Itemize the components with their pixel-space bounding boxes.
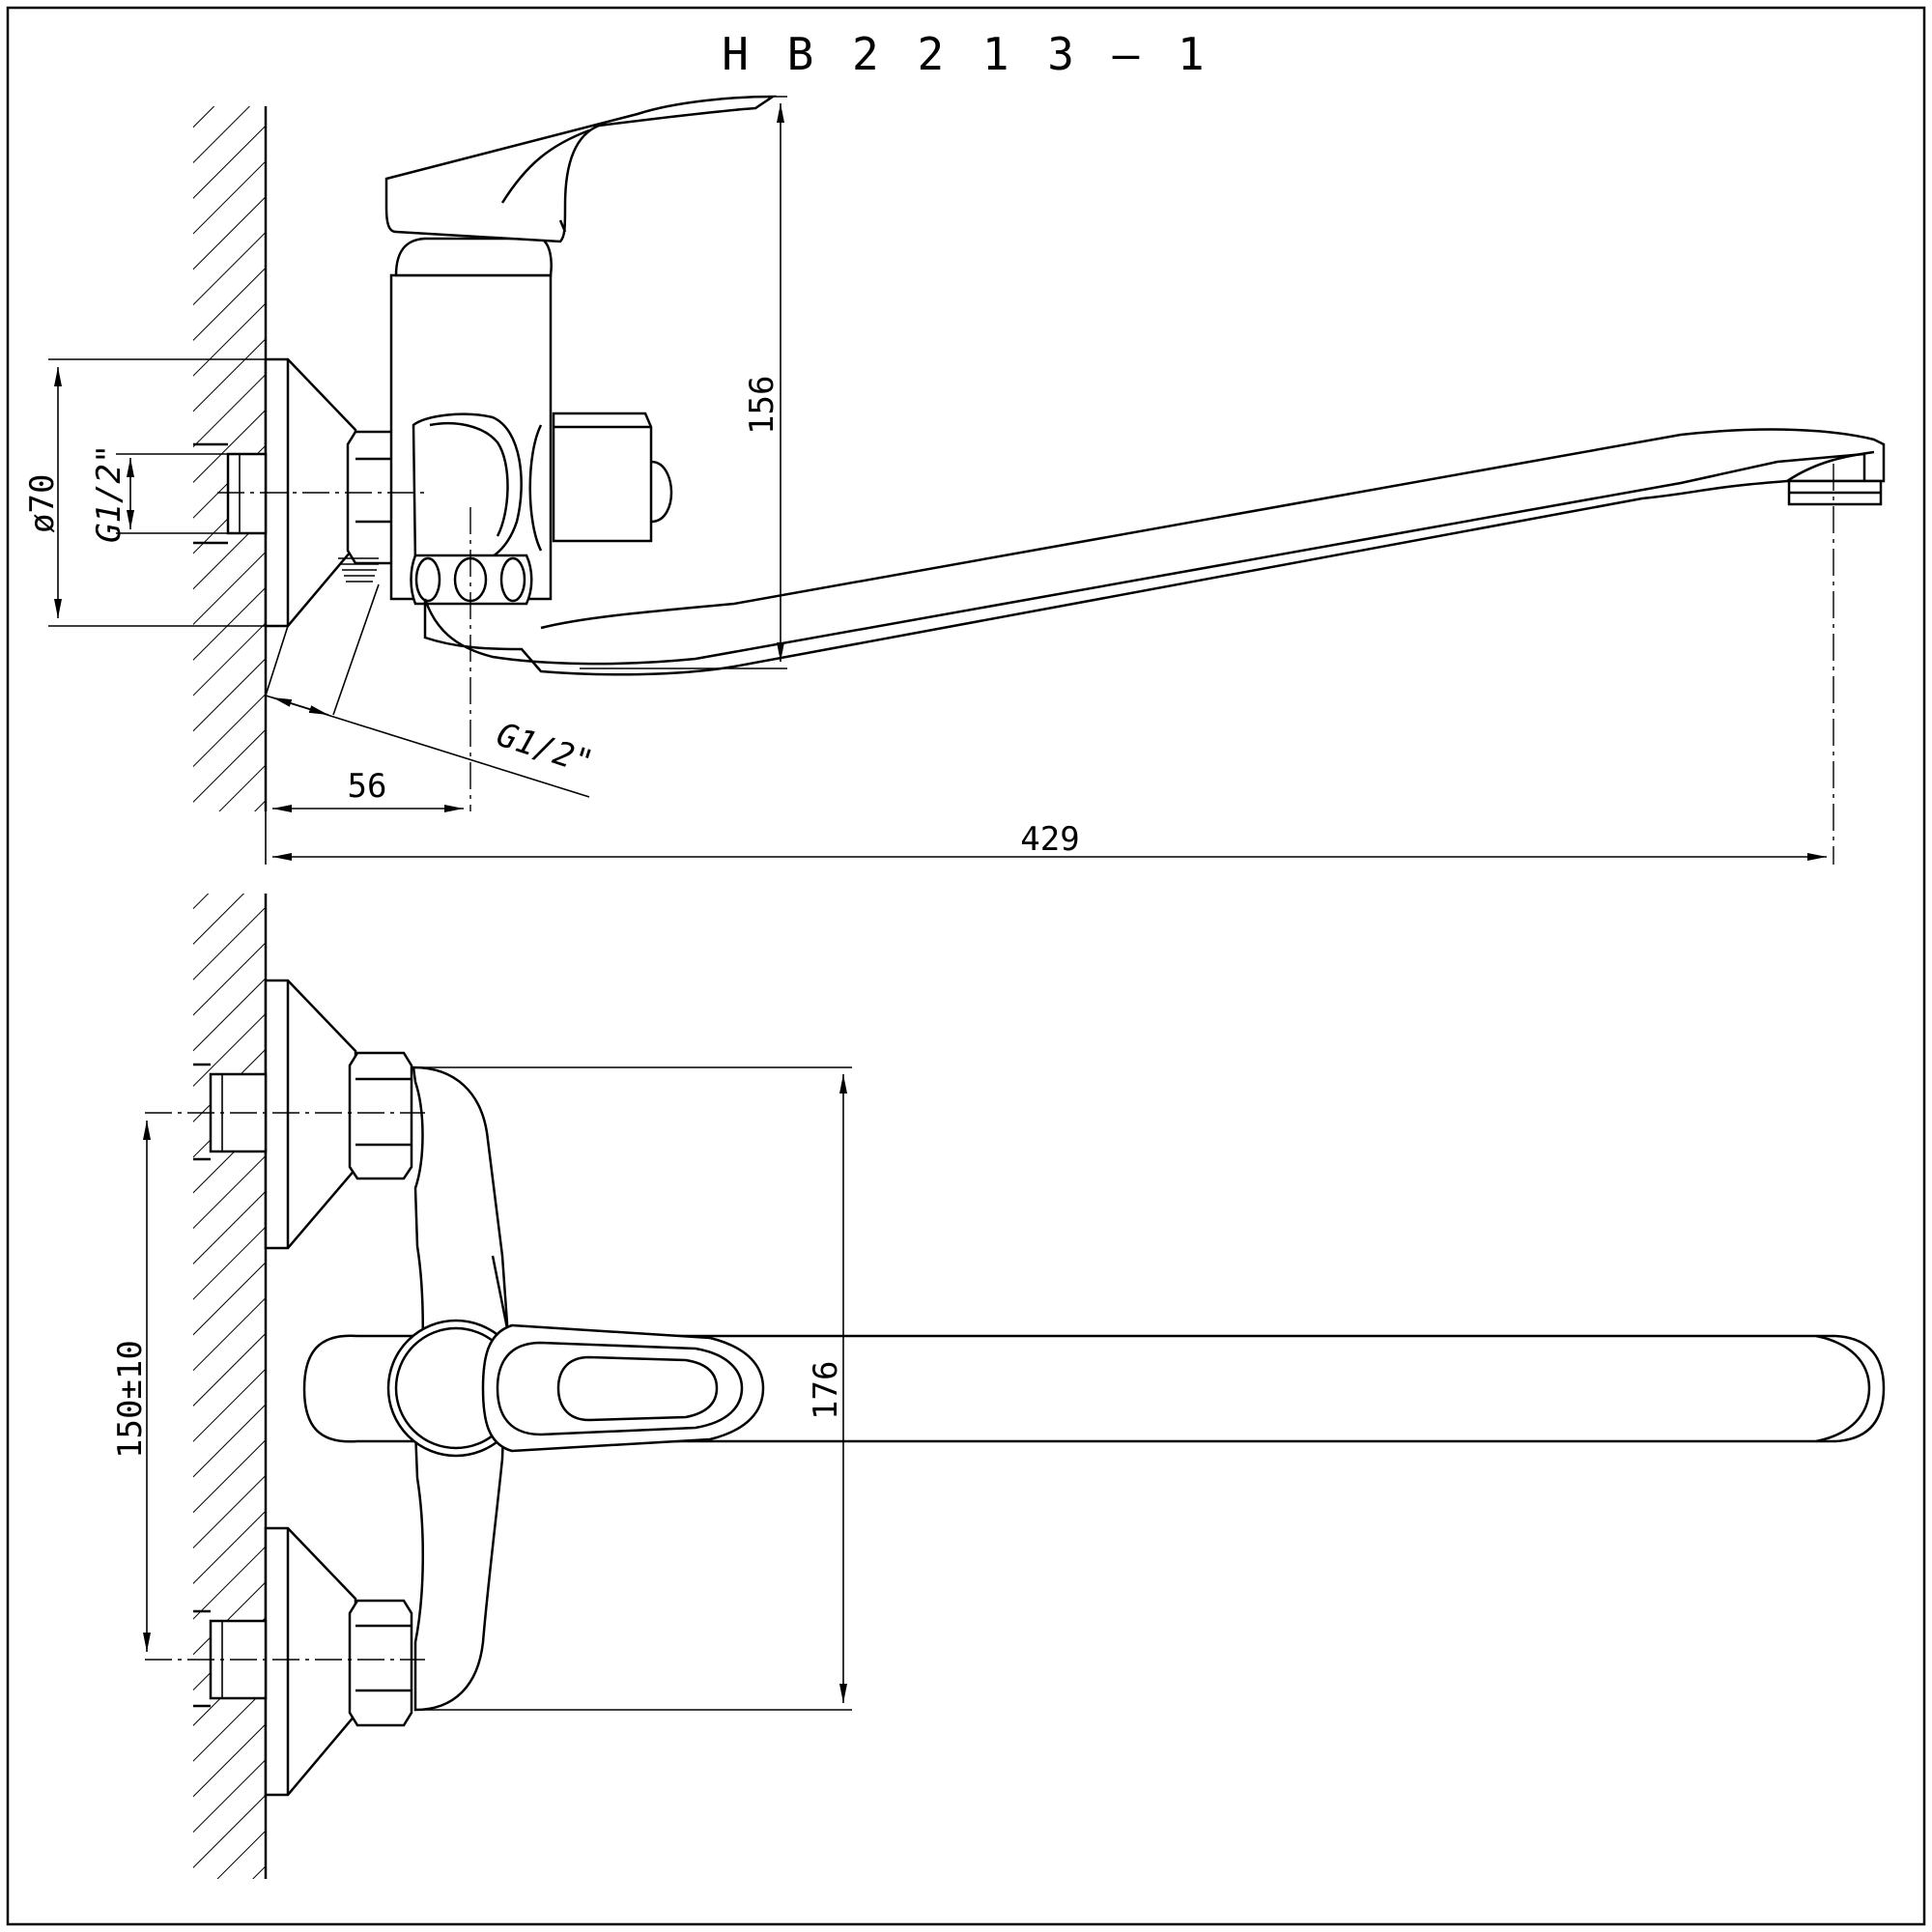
handle-lever [384, 95, 778, 243]
outlet-thread-label: G1/2" [492, 716, 598, 783]
dimension-body-height: 156 [580, 96, 787, 669]
dimension-inlet-spacing: 150±10 [111, 1121, 151, 1652]
body-height-label: 156 [743, 376, 781, 435]
lower-hex-nut [348, 1599, 413, 1727]
inlet-spacing-label: 150±10 [111, 1340, 150, 1459]
upper-hex-nut [348, 1051, 413, 1180]
dimension-inlet-thread: G1/2" [90, 444, 228, 543]
eccentric-thread [338, 557, 379, 582]
spout [423, 428, 1886, 676]
drawing-frame [6, 6, 1926, 1926]
dimension-flange-diameter: ø70 [23, 358, 288, 627]
inlet-pipe [193, 442, 268, 545]
wall-to-body-label: 56 [348, 767, 387, 806]
dimension-body-width: 176 [415, 1066, 852, 1711]
front-spout [302, 1319, 1886, 1458]
flange-diameter-label: ø70 [23, 474, 62, 533]
upper-flange [264, 979, 357, 1250]
overall-reach-label: 429 [1020, 820, 1079, 859]
body-width-label: 176 [807, 1361, 845, 1420]
inlet-thread-label: G1/2" [90, 444, 128, 543]
dimension-wall-to-body: 56 [265, 767, 464, 865]
dimension-overall-reach: 429 [272, 820, 1827, 861]
wall-hatching-bottom [193, 894, 268, 1879]
front-view: 150±10 176 [111, 894, 1886, 1879]
side-view: ø70 G1/2" G1/2" 56 429 [23, 95, 1886, 865]
lower-flange [264, 1526, 357, 1797]
mixer-body [389, 237, 673, 606]
drawing-title: H B 2 2 1 3 – 1 [722, 28, 1209, 80]
